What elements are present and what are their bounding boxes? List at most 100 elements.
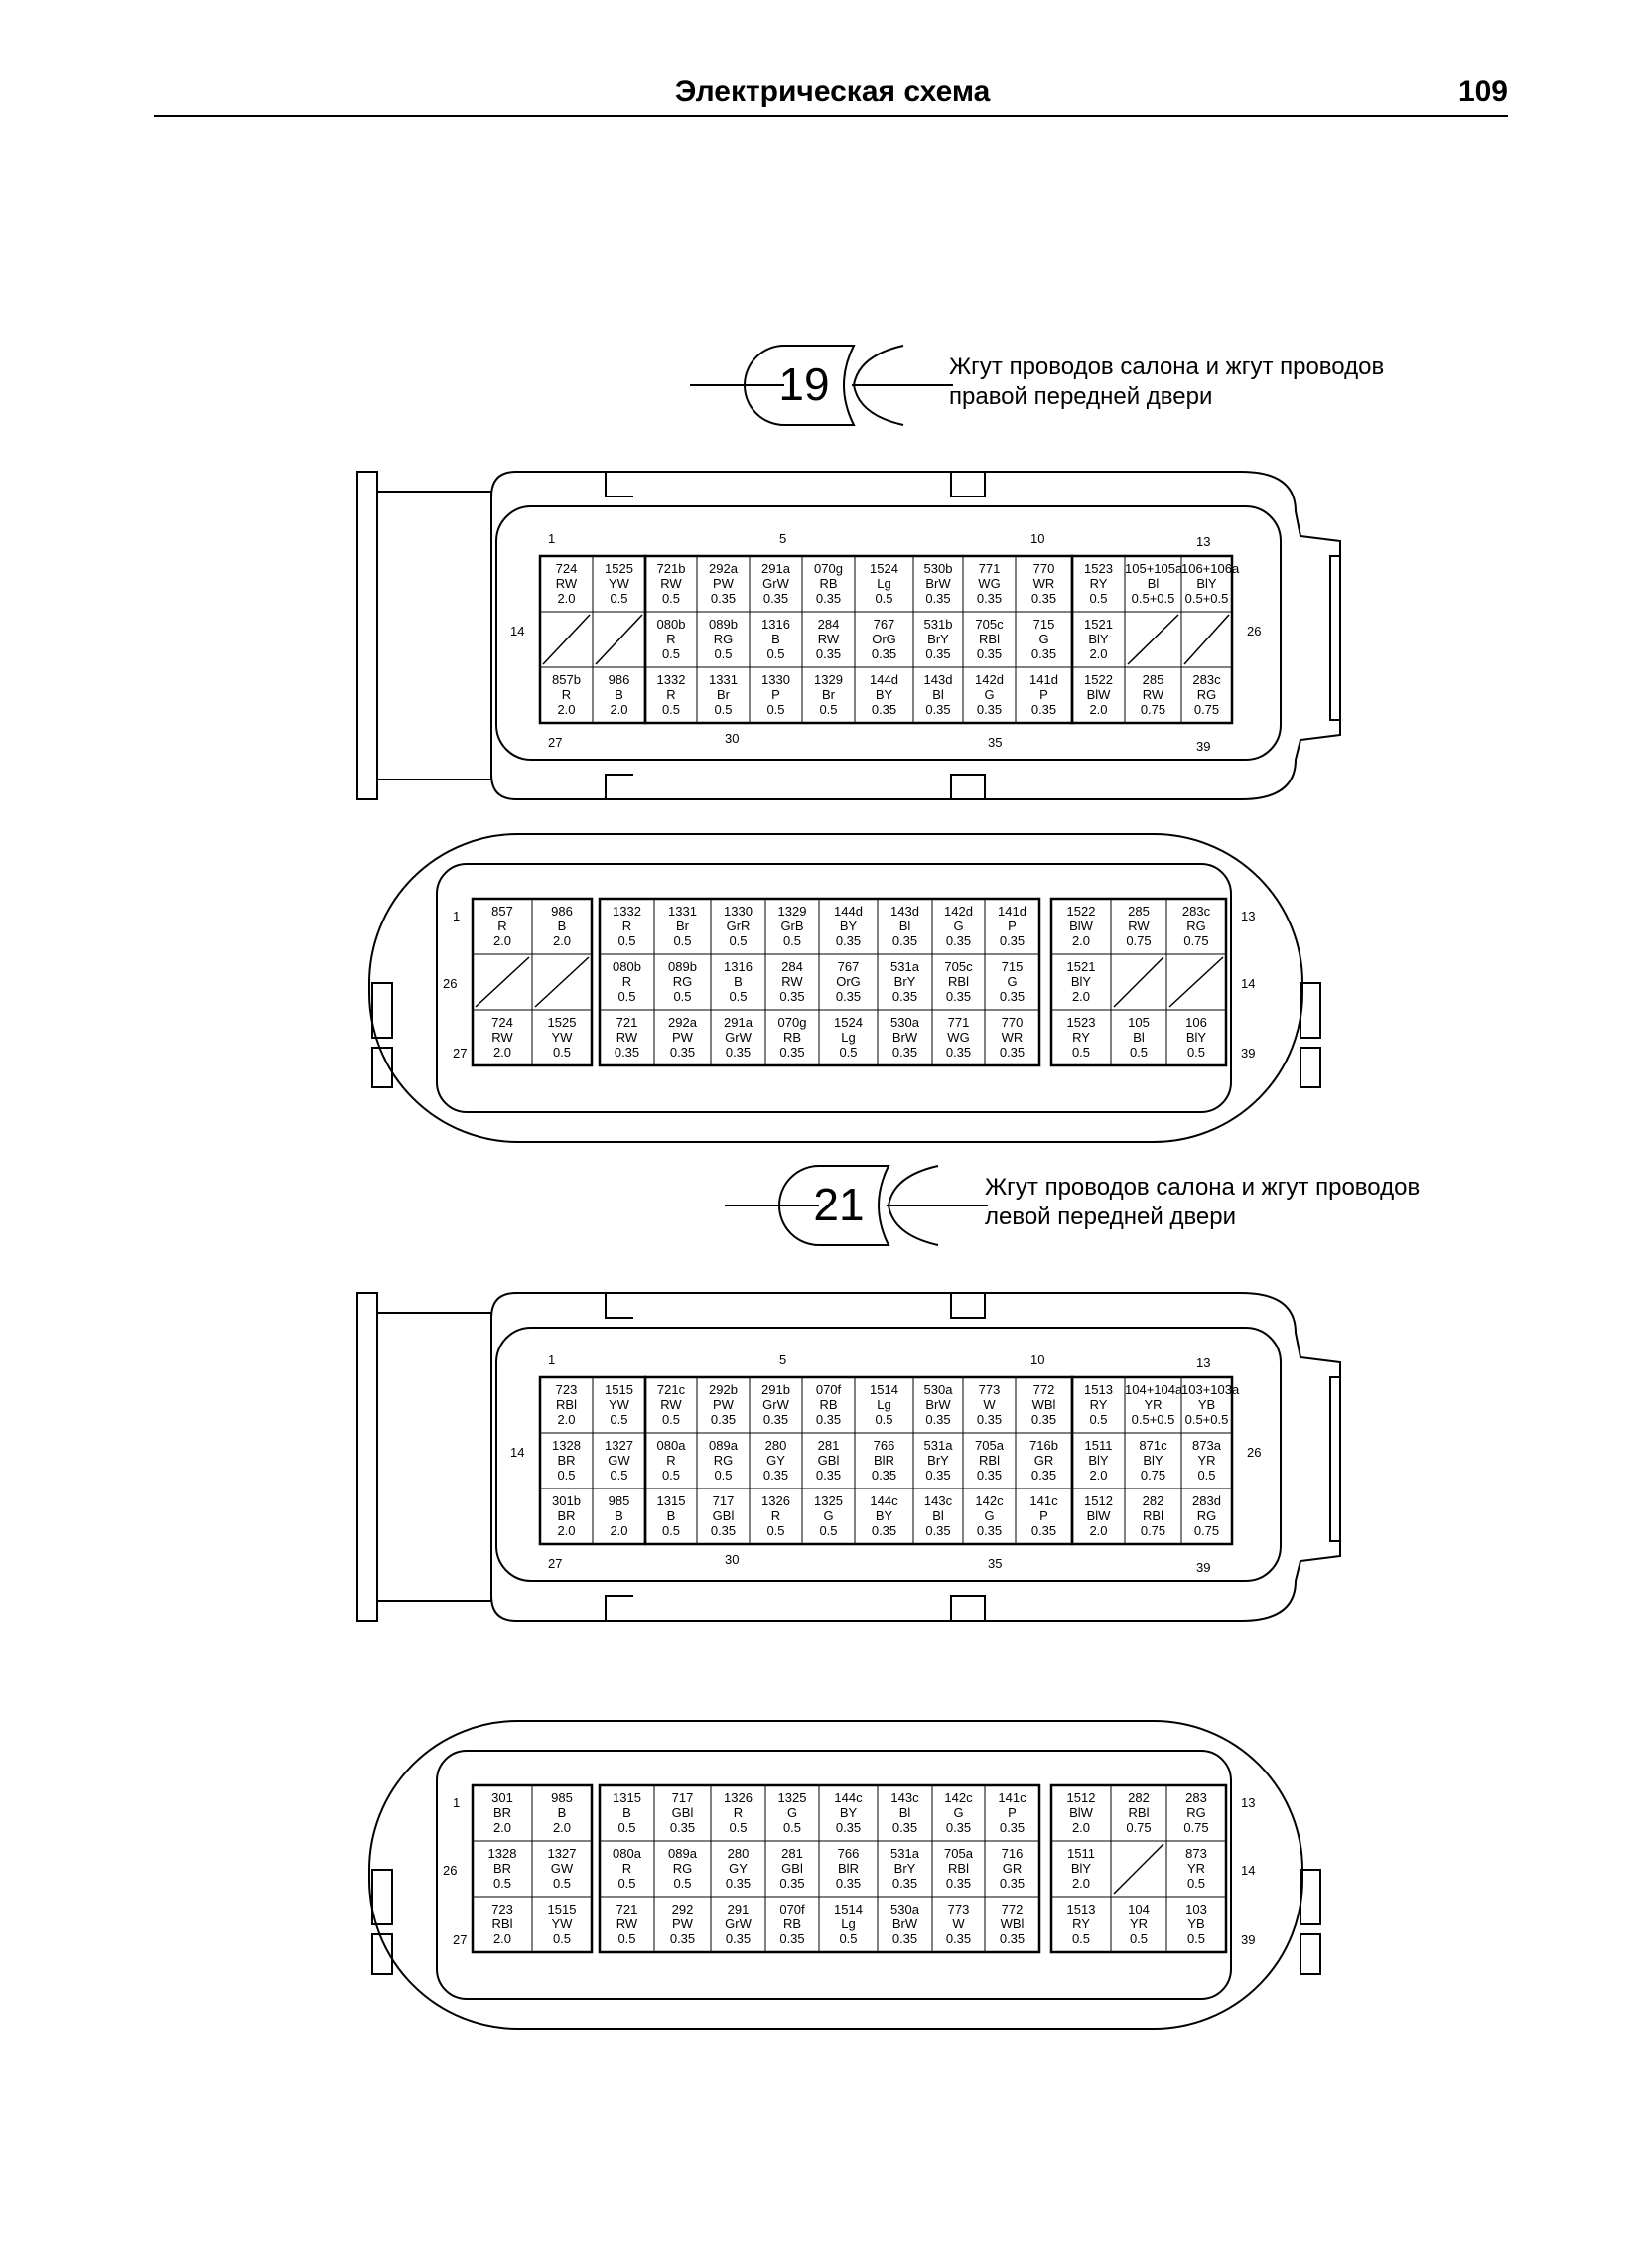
pin-circuit: 1511 (1067, 1846, 1095, 1861)
pin-circuit: 285 (1128, 904, 1150, 919)
pin-color: GW (550, 1861, 574, 1876)
pin-number-13: 13 (1196, 534, 1211, 549)
pin-number-14: 14 (1241, 976, 1256, 991)
pin-color: GBl (712, 1508, 735, 1523)
pin-color: B (557, 919, 567, 933)
pin-circuit: 1332 (613, 904, 641, 919)
pin-gauge: 0.5 (1186, 1045, 1206, 1060)
pin-gauge: 2.0 (557, 702, 576, 717)
pin-number-1: 1 (453, 1795, 461, 1810)
connector-title-line1: Жгут проводов салона и жгут проводов (949, 354, 1385, 380)
pin-circuit: 1523 (1084, 561, 1113, 576)
pin-circuit: 721 (616, 1902, 638, 1916)
pin-gauge: 0.35 (925, 1468, 951, 1483)
pin-color: P (1008, 919, 1017, 933)
pin-circuit: 291a (761, 561, 790, 576)
pin-circuit: 142d (975, 672, 1004, 687)
pin-color: GR (1002, 1861, 1023, 1876)
mount-flange (356, 471, 378, 800)
pin-number-5: 5 (779, 531, 787, 546)
pin-color: RW (1128, 919, 1150, 933)
pin-circuit: 705a (944, 1846, 973, 1861)
pin-color: B (666, 1508, 676, 1523)
pin-color: G (1038, 632, 1049, 646)
pin-gauge: 0.35 (779, 1931, 805, 1946)
pin-gauge: 0.75 (1140, 1523, 1166, 1538)
pin-gauge: 0.5 (839, 1931, 858, 1946)
pin-circuit: 291a (724, 1015, 753, 1030)
pin-color: RW (491, 1030, 513, 1045)
pin-color: R (621, 919, 632, 933)
pin-gauge: 0.5 (766, 646, 785, 661)
empty-pin-slash (1127, 614, 1179, 665)
callout-bubble (744, 345, 856, 426)
pin-gauge: 2.0 (492, 1045, 512, 1060)
pin-circuit: 1329 (814, 672, 843, 687)
pin-color: YR (1144, 1397, 1163, 1412)
pin-color: YB (1187, 1916, 1205, 1931)
pin-gauge: 0.35 (945, 933, 972, 948)
pin-circuit: 144c (834, 1790, 863, 1805)
pin-color: BR (492, 1861, 512, 1876)
pin-circuit: 285 (1142, 672, 1164, 687)
pin-gauge: 0.35 (976, 591, 1003, 606)
pin-gauge: 0.35 (925, 646, 951, 661)
pin-number-13: 13 (1241, 909, 1256, 923)
pin-gauge: 0.5 (661, 646, 681, 661)
pin-number-26: 26 (1247, 624, 1262, 638)
pin-circuit: 144c (870, 1493, 898, 1508)
pin-circuit: 717 (671, 1790, 694, 1805)
pin-circuit: 986 (551, 904, 573, 919)
pin-number-14: 14 (510, 1445, 525, 1460)
pin-circuit: 1525 (605, 561, 633, 576)
pin-number-13: 13 (1241, 1795, 1256, 1810)
pin-gauge: 0.35 (1030, 591, 1057, 606)
pin-circuit: 1332 (656, 672, 686, 687)
pin-circuit: 716b (1029, 1438, 1058, 1453)
pin-circuit: 143c (890, 1790, 919, 1805)
latch-arm (377, 491, 491, 780)
empty-pin-slash (1113, 1843, 1164, 1895)
pin-cell (531, 1896, 593, 1953)
pin-gauge: 0.35 (891, 1931, 918, 1946)
pin-color: YW (551, 1030, 573, 1045)
pin-gauge: 0.5 (661, 591, 681, 606)
pin-gauge: 0.35 (669, 1820, 696, 1835)
pin-gauge: 0.35 (976, 702, 1003, 717)
pin-circuit: 141d (1029, 672, 1058, 687)
pin-cell (984, 1896, 1040, 1953)
pin-color: Br (676, 919, 689, 933)
pin-color: Bl (932, 1508, 944, 1523)
pin-color: B (557, 1805, 567, 1820)
pin-gauge: 0.35 (999, 1045, 1026, 1060)
pin-gauge: 0.5 (714, 1468, 733, 1483)
pin-circuit: 141c (1029, 1493, 1058, 1508)
pin-gauge: 0.5 (1186, 1876, 1206, 1891)
pin-gauge: 0.5 (766, 1523, 785, 1538)
pin-gauge: 0.5 (1071, 1931, 1091, 1946)
pin-color: RY (1089, 576, 1108, 591)
pin-gauge: 0.35 (999, 989, 1026, 1004)
pin-gauge: 0.5+0.5 (1184, 1412, 1229, 1427)
pin-circuit: 531a (923, 1438, 953, 1453)
pin-gauge: 0.5 (661, 1412, 681, 1427)
pin-circuit: 1513 (1066, 1902, 1096, 1916)
pin-circuit: 070g (814, 561, 843, 576)
pin-color: R (621, 1861, 632, 1876)
pin-color: OrG (872, 632, 896, 646)
pin-color: Br (822, 687, 835, 702)
pin-circuit: 715 (1001, 959, 1024, 974)
callout-bubble (778, 1165, 890, 1246)
pin-color: BlY (1088, 1453, 1109, 1468)
pin-color: RW (781, 974, 803, 989)
pin-color: P (1008, 1805, 1017, 1820)
pin-gauge: 0.35 (976, 1468, 1003, 1483)
empty-pin-slash (475, 956, 530, 1008)
pin-gauge: 0.35 (925, 702, 951, 717)
pin-gauge: 0.5+0.5 (1131, 591, 1175, 606)
pin-gauge: 0.5 (552, 1045, 572, 1060)
pin-gauge: 0.5 (617, 1820, 636, 1835)
pin-color: Bl (932, 687, 944, 702)
pin-circuit: 1514 (834, 1902, 863, 1916)
pin-color: BrW (891, 1030, 918, 1045)
